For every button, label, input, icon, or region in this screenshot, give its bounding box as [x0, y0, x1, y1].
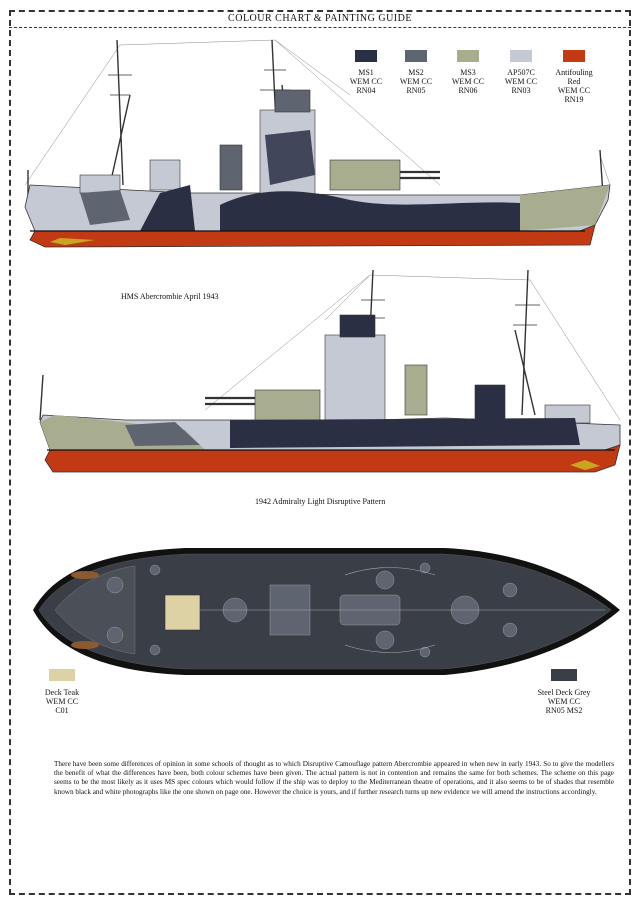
teak-label-line: WEM CC [45, 697, 79, 706]
teak-label: Deck Teak WEM CC C01 [36, 688, 88, 715]
swatch-label: WEM CC [451, 77, 485, 86]
propeller-shaft [570, 460, 600, 470]
swatch-ms1: MS1 WEM CC RN04 [340, 50, 392, 95]
swatch-label: WEM CC [504, 77, 538, 86]
ship2-caption: 1942 Admiralty Light Disruptive Pattern [255, 497, 386, 506]
description-paragraph: There have been some differences of opin… [54, 760, 614, 796]
camo-ms2 [125, 422, 200, 446]
director-tower [339, 314, 376, 338]
aft-structure [474, 384, 506, 421]
swatch-chip [405, 50, 427, 62]
swatch-label: RN04 [356, 86, 376, 95]
swatch-label: MS1 [358, 68, 374, 77]
steel-deck [38, 553, 612, 670]
hull-antifouling [44, 444, 621, 473]
camo-ms2 [80, 190, 130, 225]
swatch-ms2: MS2 WEM CC RN05 [390, 50, 442, 95]
camo-ms1 [230, 418, 580, 448]
aft-deckhouse [79, 174, 121, 194]
bridge-block [324, 334, 386, 421]
swatch-ap507c: AP507C WEM CC RN03 [495, 50, 547, 95]
swatch-chip [457, 50, 479, 62]
camo-ms1 [140, 185, 195, 231]
colour-swatches: MS1 WEM CC RN04 MS2 WEM CC RN05 MS3 WEM … [340, 50, 630, 110]
teak-label-line: Deck Teak [44, 688, 80, 697]
ship-profile-starboard [24, 39, 611, 248]
deck-grey-label-line: Steel Deck Grey [537, 688, 591, 697]
ship-profile-port [39, 269, 621, 473]
ship1-caption: HMS Abercrombie April 1943 [121, 292, 219, 301]
swatch-label: WEM CC [557, 86, 591, 95]
camo-ms3 [520, 185, 610, 231]
yards [355, 299, 540, 326]
swatch-label: RN06 [458, 86, 478, 95]
aft-structure [149, 159, 181, 191]
deck-grey-label: Steel Deck Grey WEM CC RN05 MS2 [528, 688, 600, 715]
page-title: COLOUR CHART & PAINTING GUIDE [9, 10, 631, 28]
page-frame [9, 10, 631, 895]
teak-deck-area [164, 594, 201, 631]
deck-lines [200, 567, 605, 653]
deck-grey-label-line: WEM CC [547, 697, 581, 706]
rigging [204, 274, 621, 421]
teak-swatch [49, 669, 75, 681]
swatch-label: WEM CC [399, 77, 433, 86]
propeller-shaft [50, 238, 95, 245]
swatch-label: MS3 [460, 68, 476, 77]
main-turret [329, 159, 401, 191]
teak-label-line: C01 [55, 706, 69, 715]
swatch-chip [510, 50, 532, 62]
swatch-label: Antifouling [555, 68, 593, 77]
swatch-label: WEM CC [349, 77, 383, 86]
deck-grey-label-line: RN05 MS2 [545, 706, 583, 715]
funnel [219, 144, 243, 191]
director-tower [274, 89, 311, 113]
swatch-label: MS2 [408, 68, 424, 77]
funnel [404, 364, 428, 416]
swatch-label: RN05 [406, 86, 426, 95]
camo-ms1 [220, 191, 520, 231]
swatch-antifouling-red: Antifouling Red WEM CC RN19 [548, 50, 600, 104]
camo-ms1 [265, 130, 315, 185]
swatch-chip [355, 50, 377, 62]
swatch-label: RN19 [564, 95, 584, 104]
swatch-label: RN03 [511, 86, 531, 95]
deck-plan [33, 548, 620, 675]
swatch-ms3: MS3 WEM CC RN06 [442, 50, 494, 95]
boats [71, 571, 99, 649]
swatch-label: AP507C [507, 68, 535, 77]
swatch-chip [563, 50, 585, 62]
deck-grey-swatch [551, 669, 577, 681]
yards [108, 69, 290, 96]
rigging [24, 39, 611, 186]
swatch-label: Red [567, 77, 581, 86]
main-turret [254, 389, 321, 421]
